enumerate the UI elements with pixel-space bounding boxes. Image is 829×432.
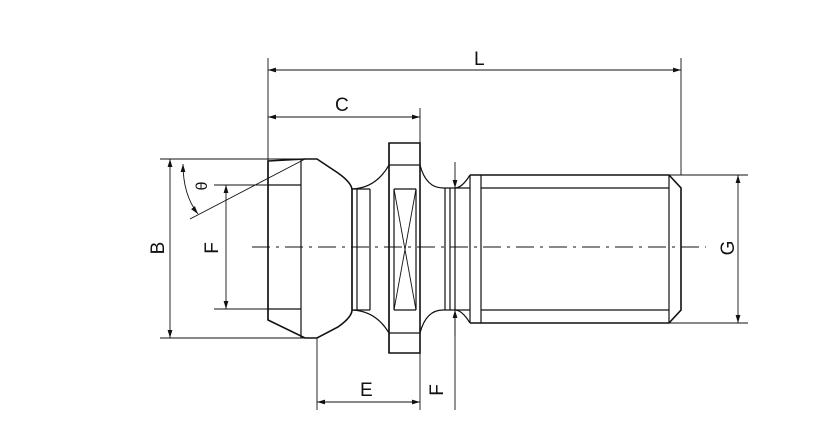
label-theta: θ <box>194 181 211 190</box>
dimension-B: B <box>148 158 305 339</box>
dimension-C: C <box>268 95 421 143</box>
label-L: L <box>474 49 485 70</box>
label-B: B <box>148 242 169 255</box>
dimension-L: L <box>267 49 682 175</box>
dimension-F-left: F <box>202 184 268 310</box>
label-G: G <box>718 241 739 256</box>
dimension-E: E <box>316 338 421 410</box>
label-F-bottom: F <box>427 384 448 396</box>
dimension-G: G <box>669 174 748 324</box>
part-outline <box>267 142 682 354</box>
label-C: C <box>335 95 349 116</box>
label-F-left: F <box>202 242 223 254</box>
label-E: E <box>360 380 373 401</box>
dimension-theta: θ <box>180 158 306 220</box>
dimension-F-bottom: F <box>427 162 458 410</box>
